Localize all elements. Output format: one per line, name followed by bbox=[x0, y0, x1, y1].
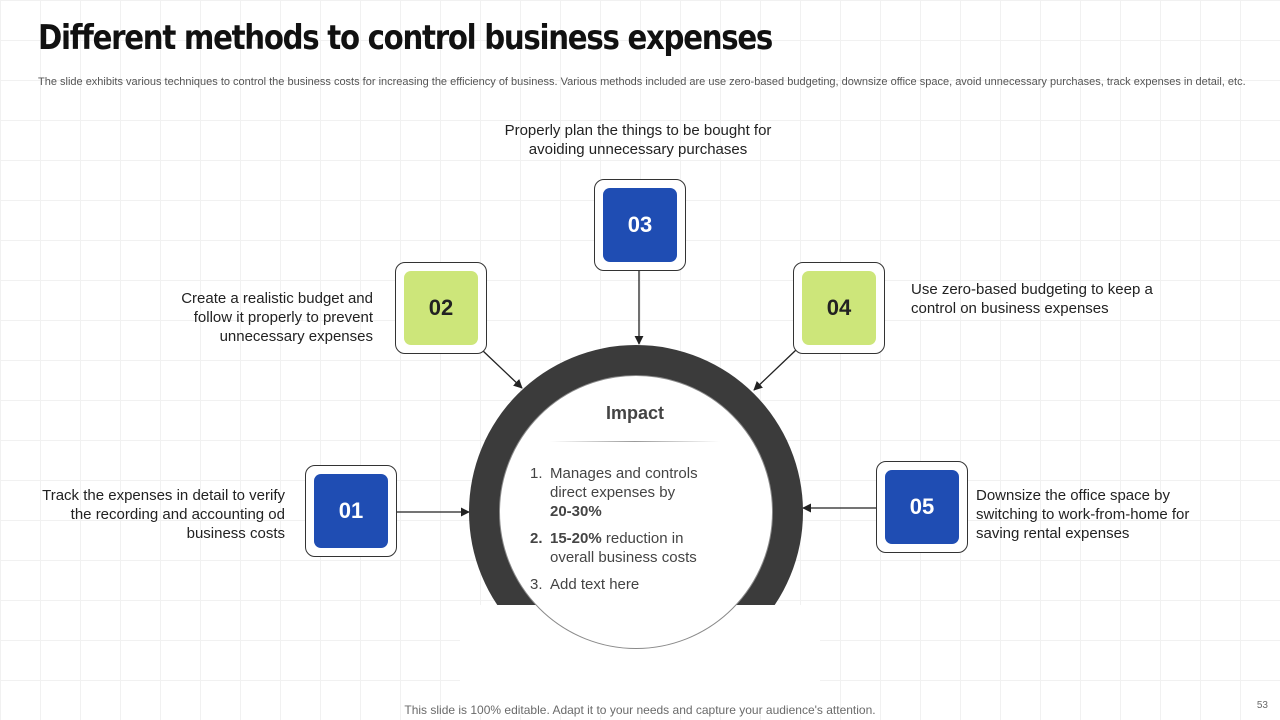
method-02-text: Create a realistic budget and follow it … bbox=[181, 290, 373, 345]
method-02-box: 02 bbox=[395, 262, 487, 354]
method-05-tile: 05 bbox=[885, 470, 959, 544]
impact-item-2: 2. 15-20% reduction in overall business … bbox=[530, 529, 730, 567]
method-01-text: Track the expenses in detail to verify t… bbox=[42, 487, 285, 542]
method-01-tile: 01 bbox=[314, 474, 388, 548]
impact-list: 1. Manages and controls direct expenses … bbox=[530, 464, 730, 602]
impact-item-2-text: reduction in overall business costs bbox=[550, 530, 697, 566]
impact-circle bbox=[499, 375, 773, 649]
impact-item-1: 1. Manages and controls direct expenses … bbox=[530, 464, 730, 521]
impact-item-1-body: Manages and controls direct expenses by … bbox=[550, 464, 730, 521]
method-05-text: Downsize the office space by switching t… bbox=[976, 487, 1190, 542]
slide-title: Different methods to control business ex… bbox=[38, 18, 773, 58]
impact-item-2-number: 2. bbox=[530, 530, 543, 547]
method-02-tile: 02 bbox=[404, 271, 478, 345]
method-01-box: 01 bbox=[305, 465, 397, 557]
impact-item-3-text: Add text here bbox=[550, 576, 640, 593]
method-04-text: Use zero-based budgeting to keep a contr… bbox=[911, 281, 1153, 317]
impact-item-1-highlight: 20-30% bbox=[550, 503, 602, 520]
slide-subtitle: The slide exhibits various techniques to… bbox=[38, 76, 1246, 88]
impact-item-1-number: 1. bbox=[530, 465, 543, 482]
arrow-02 bbox=[481, 349, 523, 389]
slide-footer: This slide is 100% editable. Adapt it to… bbox=[404, 703, 876, 717]
method-03-box: 03 bbox=[594, 179, 686, 271]
method-03-text: Properly plan the things to be bought fo… bbox=[504, 122, 772, 158]
impact-item-2-body: 15-20% reduction in overall business cos… bbox=[550, 529, 730, 567]
method-05-box: 05 bbox=[876, 461, 968, 553]
page-number: 53 bbox=[1256, 700, 1268, 711]
method-04-tile: 04 bbox=[802, 271, 876, 345]
impact-item-1-text: Manages and controls direct expenses by bbox=[550, 465, 698, 501]
arrow-04 bbox=[753, 349, 797, 391]
impact-title: Impact bbox=[605, 403, 665, 423]
impact-divider bbox=[550, 441, 720, 442]
impact-item-2-highlight: 15-20% bbox=[550, 530, 602, 547]
method-03-tile: 03 bbox=[603, 188, 677, 262]
method-04-box: 04 bbox=[793, 262, 885, 354]
impact-item-3: 3. Add text here bbox=[530, 575, 730, 594]
impact-item-3-number: 3. bbox=[530, 576, 543, 593]
